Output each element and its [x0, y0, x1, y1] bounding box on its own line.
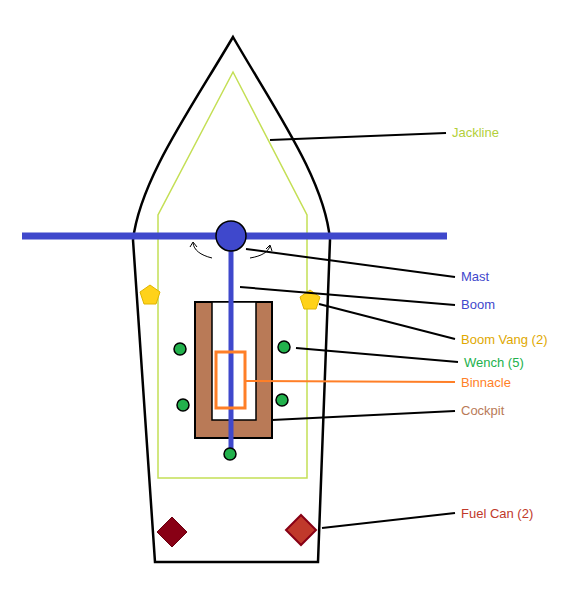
- winch-symbol: [177, 399, 189, 411]
- part-label: Binnacle: [461, 375, 511, 391]
- winch-symbol: [224, 448, 236, 460]
- winch-symbol: [278, 341, 290, 353]
- hull-outline: [133, 37, 330, 562]
- boom-vang-symbol: [140, 285, 160, 304]
- rotation-arrow: [190, 242, 197, 247]
- leader-line: [319, 304, 455, 339]
- part-label: Jackline: [452, 125, 499, 141]
- leader-line: [246, 249, 455, 277]
- fuel-can-symbol: [286, 515, 316, 545]
- binnacle-box: [216, 352, 245, 408]
- leader-line: [296, 348, 458, 362]
- part-label: Boom: [461, 297, 495, 313]
- leader-line: [270, 133, 446, 140]
- part-label: Mast: [461, 269, 489, 285]
- jackline-line: [158, 72, 307, 478]
- mast-circle: [216, 221, 246, 251]
- part-label: Wench (5): [464, 355, 524, 371]
- rotation-arrow: [266, 245, 272, 251]
- cockpit-well: [212, 302, 256, 420]
- part-label: Boom Vang (2): [461, 332, 547, 348]
- part-label: Fuel Can (2): [461, 506, 533, 522]
- winch-symbol: [174, 343, 186, 355]
- part-label: Cockpit: [461, 403, 504, 419]
- winch-symbol: [276, 394, 288, 406]
- boom-spar: [229, 240, 234, 450]
- fuel-can-symbol: [157, 517, 187, 547]
- leader-line: [246, 381, 455, 382]
- leader-line: [272, 411, 455, 420]
- leader-line: [240, 287, 455, 305]
- leader-line: [322, 513, 455, 528]
